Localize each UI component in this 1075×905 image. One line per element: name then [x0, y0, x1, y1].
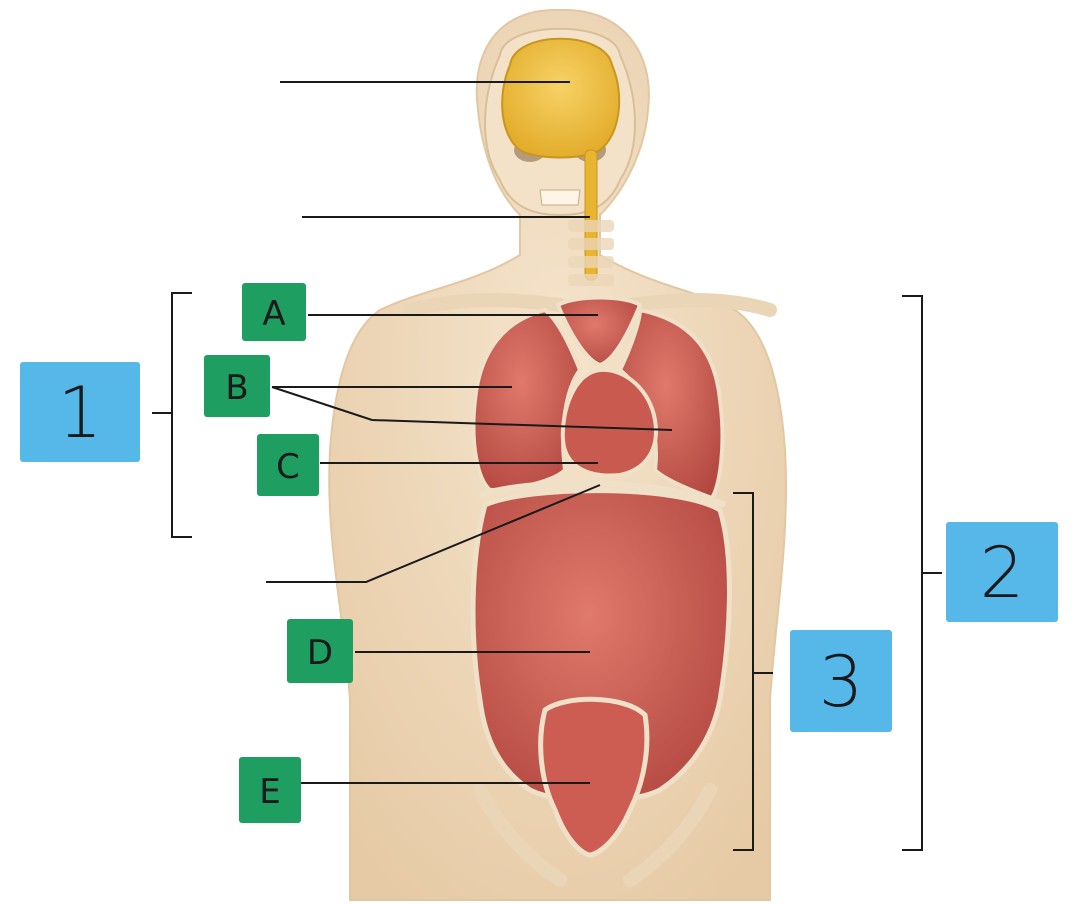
tag-2-box [946, 522, 1058, 622]
leader-B-lower [271, 386, 673, 431]
tag-A-text: A [262, 294, 285, 334]
tag-C-box [257, 434, 319, 496]
lung-right [617, 307, 725, 501]
tag-D[interactable]: D [287, 619, 353, 683]
teeth [539, 189, 581, 206]
hip-left [473, 783, 567, 887]
tag-3-text: 3 [819, 641, 864, 723]
clavicle-left [403, 293, 567, 317]
tag-3-box [790, 630, 892, 732]
tag-C-text: C [276, 447, 300, 487]
heart [560, 367, 658, 478]
tag-B-box [204, 355, 270, 417]
tag-3[interactable]: 3 [790, 630, 892, 732]
tag-B[interactable]: B [204, 355, 270, 417]
tag-E[interactable]: E [239, 757, 301, 823]
tag-E-box [239, 757, 301, 823]
clavicle-right [623, 293, 777, 317]
leader-lines [266, 81, 673, 784]
pelvic-cavity [538, 696, 650, 858]
tag-A-box [242, 283, 306, 341]
bracket-2 [902, 295, 923, 851]
tag-B-text: B [225, 368, 248, 408]
bracket-1 [171, 292, 192, 538]
tag-D-box [287, 619, 353, 683]
thoracic-organs [471, 295, 727, 508]
tag-C[interactable]: C [257, 434, 319, 496]
cervical-vertebrae [568, 220, 614, 286]
brackets [152, 292, 942, 851]
leader-diaphragm [266, 484, 601, 583]
diaphragm [479, 480, 727, 508]
brain [501, 37, 621, 159]
bracket-3 [733, 492, 754, 851]
tag-1[interactable]: 1 [20, 362, 140, 462]
tag-1-text: 1 [58, 372, 103, 454]
hip-right [623, 783, 717, 887]
tag-2[interactable]: 2 [946, 522, 1058, 622]
abdominal-cavity [470, 488, 732, 804]
tag-E-text: E [259, 772, 280, 812]
tag-2-text: 2 [980, 532, 1025, 614]
tag-1-box [20, 362, 140, 462]
tag-D-text: D [307, 633, 333, 673]
tag-A[interactable]: A [242, 283, 306, 341]
